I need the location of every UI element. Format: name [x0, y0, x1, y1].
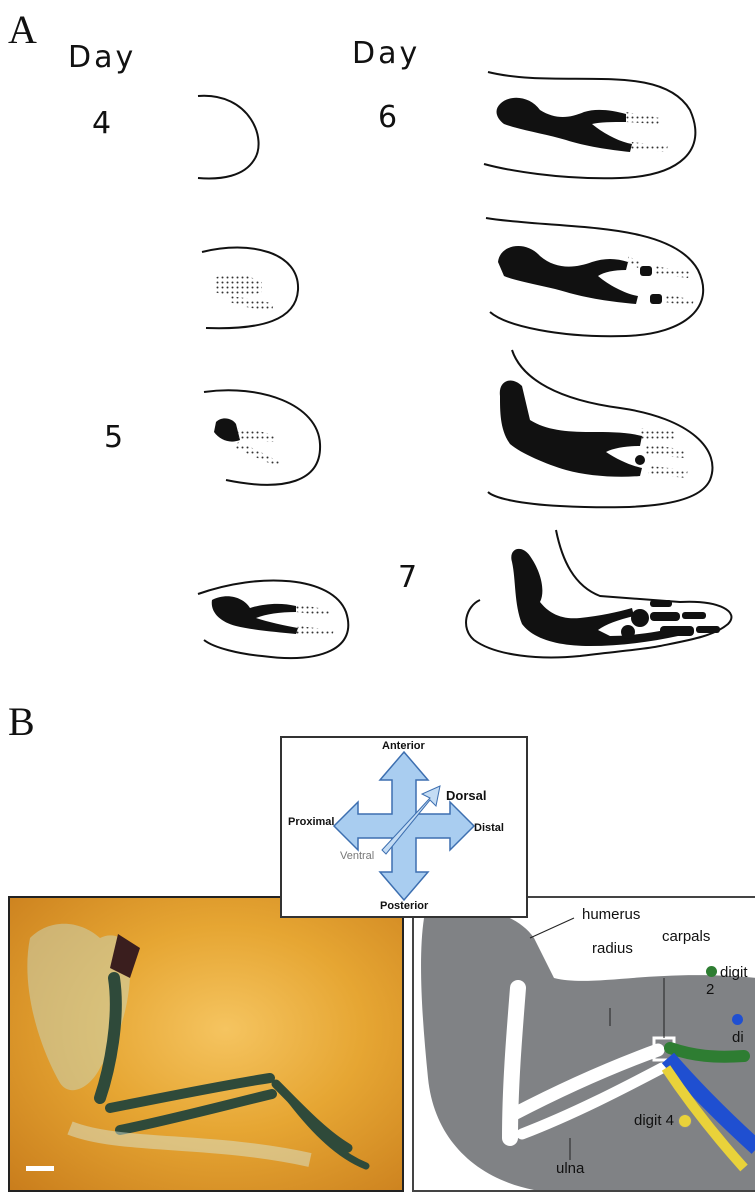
limb-bud-day4: [198, 96, 259, 179]
label-digit4: digit 4: [634, 1112, 692, 1129]
compass-distal: Distal: [474, 822, 504, 834]
compass-anterior: Anterior: [382, 740, 425, 752]
compass-ventral: Ventral: [340, 850, 374, 862]
label-digit3: di: [732, 1012, 755, 1046]
digit4-dot: [678, 1114, 692, 1128]
label-digit3-text: di: [732, 1029, 744, 1046]
label-digit2: digit 2: [706, 964, 755, 998]
limb-schematic: humerus radius carpals ulna digit 2 di d…: [412, 896, 755, 1192]
stained-limb-photo: [8, 896, 404, 1192]
label-humerus: humerus: [582, 906, 640, 923]
label-ulna: ulna: [556, 1160, 584, 1177]
digit3-dot: [732, 1014, 743, 1025]
label-digit4-text: digit 4: [634, 1112, 674, 1129]
panel-b-letter: B: [8, 698, 35, 745]
limb-bud-day5b: [198, 580, 348, 658]
orientation-compass: Anterior Posterior Proximal Distal Dorsa…: [280, 736, 528, 918]
limb-bud-drawings: [0, 0, 755, 690]
label-carpals: carpals: [662, 928, 710, 945]
compass-proximal: Proximal: [288, 816, 334, 828]
compass-posterior: Posterior: [380, 900, 428, 912]
label-radius: radius: [592, 940, 633, 957]
digit2-dot: [706, 966, 717, 977]
compass-dorsal: Dorsal: [446, 788, 486, 803]
